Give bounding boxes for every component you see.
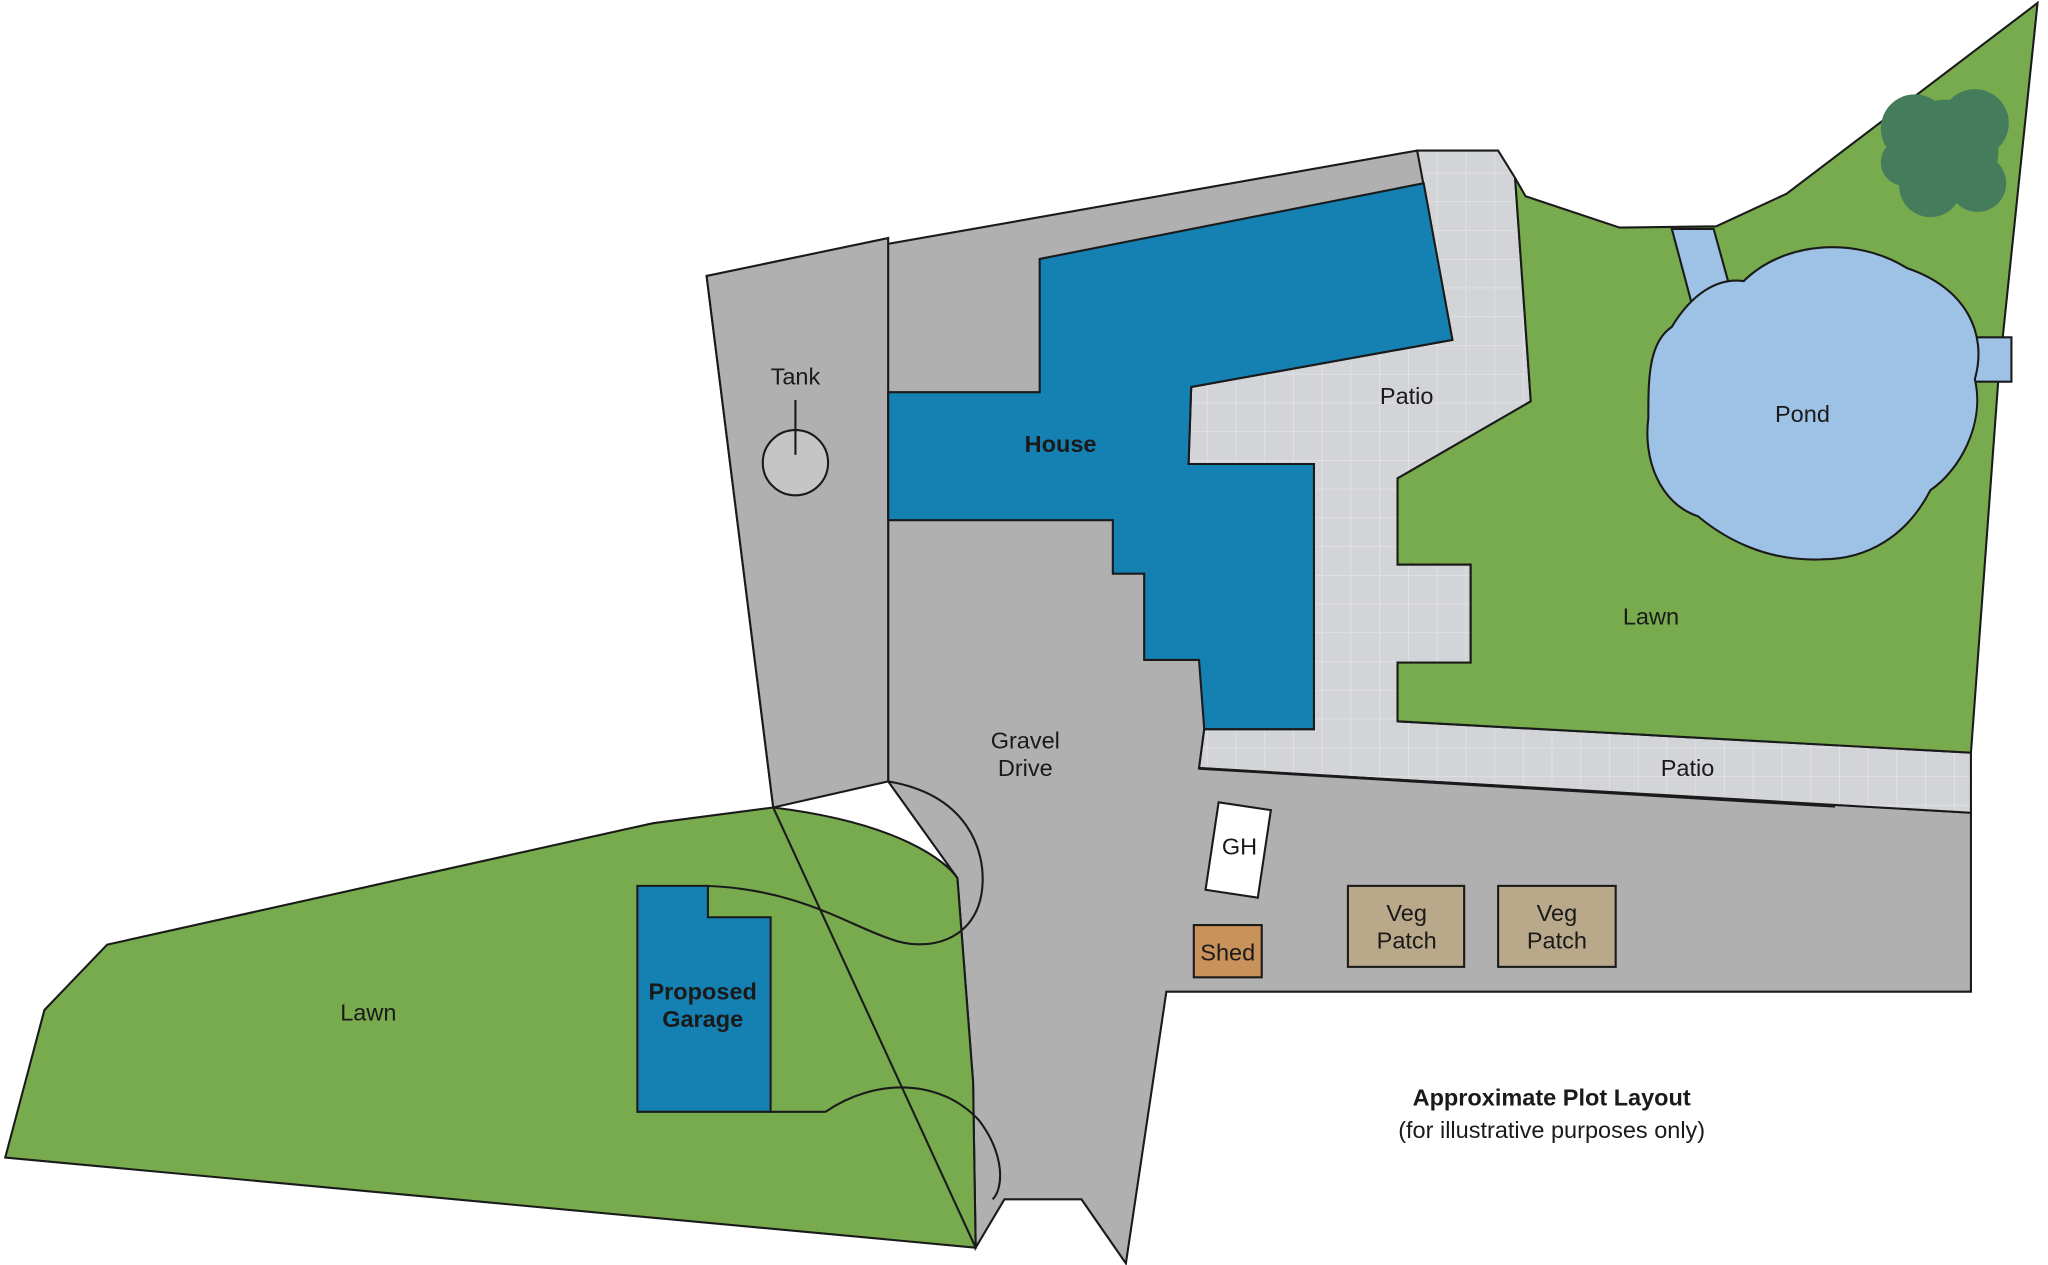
caption-title: Approximate Plot Layout	[1413, 1084, 1691, 1110]
greenhouse	[1204, 801, 1273, 899]
patio-lower-label: Patio	[1661, 755, 1715, 781]
veg-patch-1	[1346, 884, 1466, 968]
veg-patch-2-label-line2: Patch	[1527, 928, 1587, 954]
caption-subtitle: (for illustrative purposes only)	[1398, 1117, 1705, 1143]
lawn-west	[3, 806, 977, 1249]
veg-patch-1-label-line1: Veg	[1386, 900, 1427, 926]
lawn-east-label: Lawn	[1623, 604, 1679, 630]
boundary-diagonal	[772, 807, 977, 1249]
house-label: House	[1025, 431, 1097, 457]
veg-patch-2	[1497, 884, 1617, 968]
lawn-west-label: Lawn	[340, 999, 396, 1025]
drive-label-line2: Drive	[998, 755, 1053, 781]
garage-label-line2: Garage	[662, 1006, 743, 1032]
pond	[1646, 246, 1980, 561]
tree-icon	[1880, 89, 2009, 218]
tank-icon	[761, 400, 830, 497]
proposed-garage	[636, 884, 772, 1113]
drive-arc-upper	[705, 780, 984, 946]
garage-label-line1: Proposed	[648, 979, 756, 1005]
veg-patch-1-label-line2: Patch	[1377, 928, 1437, 954]
greenhouse-label: GH	[1222, 834, 1257, 860]
tank-label: Tank	[771, 363, 821, 389]
patio-edge-line	[1198, 766, 1836, 808]
pond-label: Pond	[1775, 401, 1830, 427]
shed-label: Shed	[1200, 939, 1255, 965]
drive-arc-lower	[824, 1086, 1002, 1201]
house	[887, 181, 1454, 731]
gravel-strip-west	[705, 236, 890, 809]
veg-patch-2-label-line1: Veg	[1537, 900, 1578, 926]
drive-label-line1: Gravel	[991, 728, 1060, 754]
patio-upper-label: Patio	[1380, 383, 1434, 409]
shed	[1192, 924, 1263, 979]
